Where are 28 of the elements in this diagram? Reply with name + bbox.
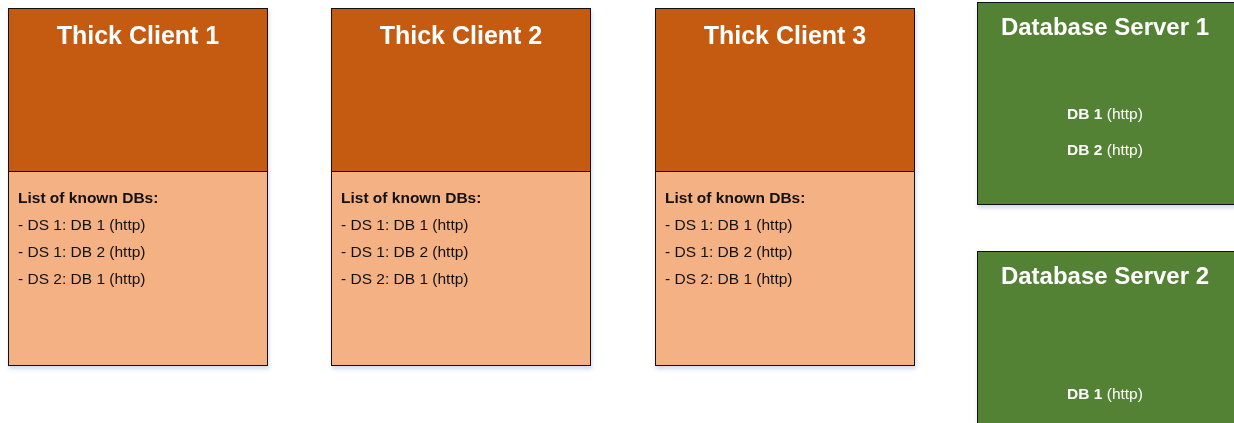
list-item: - DS 1: DB 2 (http): [665, 242, 793, 262]
list-item: - DS 2: DB 1 (http): [341, 269, 469, 289]
list-panel: [9, 171, 267, 365]
server-box: [977, 2, 1234, 205]
list-item: - DS 1: DB 2 (http): [341, 242, 469, 262]
list-panel: [332, 171, 590, 365]
list-panel: [656, 171, 914, 365]
list-heading: List of known DBs:: [18, 188, 159, 208]
list-item: - DS 1: DB 1 (http): [665, 215, 793, 235]
list-item: - DS 2: DB 1 (http): [665, 269, 793, 289]
list-heading: List of known DBs:: [665, 188, 806, 208]
database-entry: DB 2 (http): [1067, 140, 1143, 160]
client-title: Thick Client 3: [703, 21, 867, 50]
list-item: - DS 1: DB 1 (http): [18, 215, 146, 235]
client-box: [331, 8, 591, 366]
database-entry: DB 1 (http): [1067, 384, 1143, 404]
server-title: Database Server 2: [1000, 262, 1210, 290]
list-item: - DS 1: DB 2 (http): [18, 242, 146, 262]
client-title: Thick Client 2: [379, 21, 543, 50]
client-title: Thick Client 1: [56, 21, 220, 50]
client-box: [655, 8, 915, 366]
database-entry: DB 1 (http): [1067, 104, 1143, 124]
list-item: - DS 2: DB 1 (http): [18, 269, 146, 289]
list-item: - DS 1: DB 1 (http): [341, 215, 469, 235]
server-box: [977, 251, 1234, 423]
server-title: Database Server 1: [1000, 13, 1210, 41]
list-heading: List of known DBs:: [341, 188, 482, 208]
client-box: [8, 8, 268, 366]
